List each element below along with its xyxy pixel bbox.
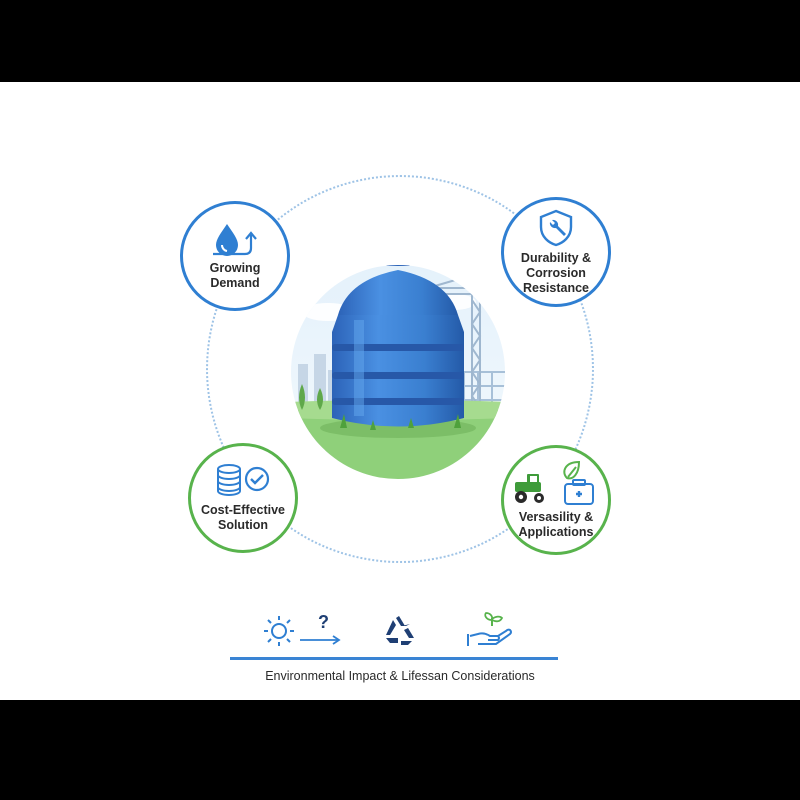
badge-label-versatility: Versasility & Applications xyxy=(518,510,594,539)
shield-wrench-icon xyxy=(539,209,573,246)
badge-label-growing-demand: Growing Demand xyxy=(209,261,261,290)
recycle-icon xyxy=(386,616,414,645)
badge-label-cost-effective: Cost-Effective Solution xyxy=(200,503,286,532)
arrow-right-icon xyxy=(300,635,341,645)
badge-label-durability: Durability & Corrosion Resistance xyxy=(520,250,592,295)
hand-seedling-icon xyxy=(467,612,512,646)
footer-caption: Environmental Impact & Lifessan Consider… xyxy=(265,669,535,683)
footer-divider xyxy=(230,657,558,660)
water-drop-rising-arrow-icon xyxy=(213,224,257,256)
footer-icon-row: ? xyxy=(0,612,800,648)
hub-dotted-ring xyxy=(206,175,594,563)
tractor-leaf-medkit-icon xyxy=(515,460,594,505)
badge-growing-demand: Growing Demand xyxy=(180,201,290,311)
badge-durability: Durability & Corrosion Resistance xyxy=(501,197,611,307)
coin-stack-check-icon xyxy=(217,464,270,496)
question-mark: ? xyxy=(318,612,329,632)
sun-icon xyxy=(264,616,294,646)
badge-cost-effective: Cost-Effective Solution xyxy=(188,443,298,553)
diagram-canvas: Growing Demand Durability & Corrosion Re… xyxy=(0,82,800,700)
badge-versatility: Versasility & Applications xyxy=(501,445,611,555)
water-storage-tank-icon xyxy=(291,265,505,479)
